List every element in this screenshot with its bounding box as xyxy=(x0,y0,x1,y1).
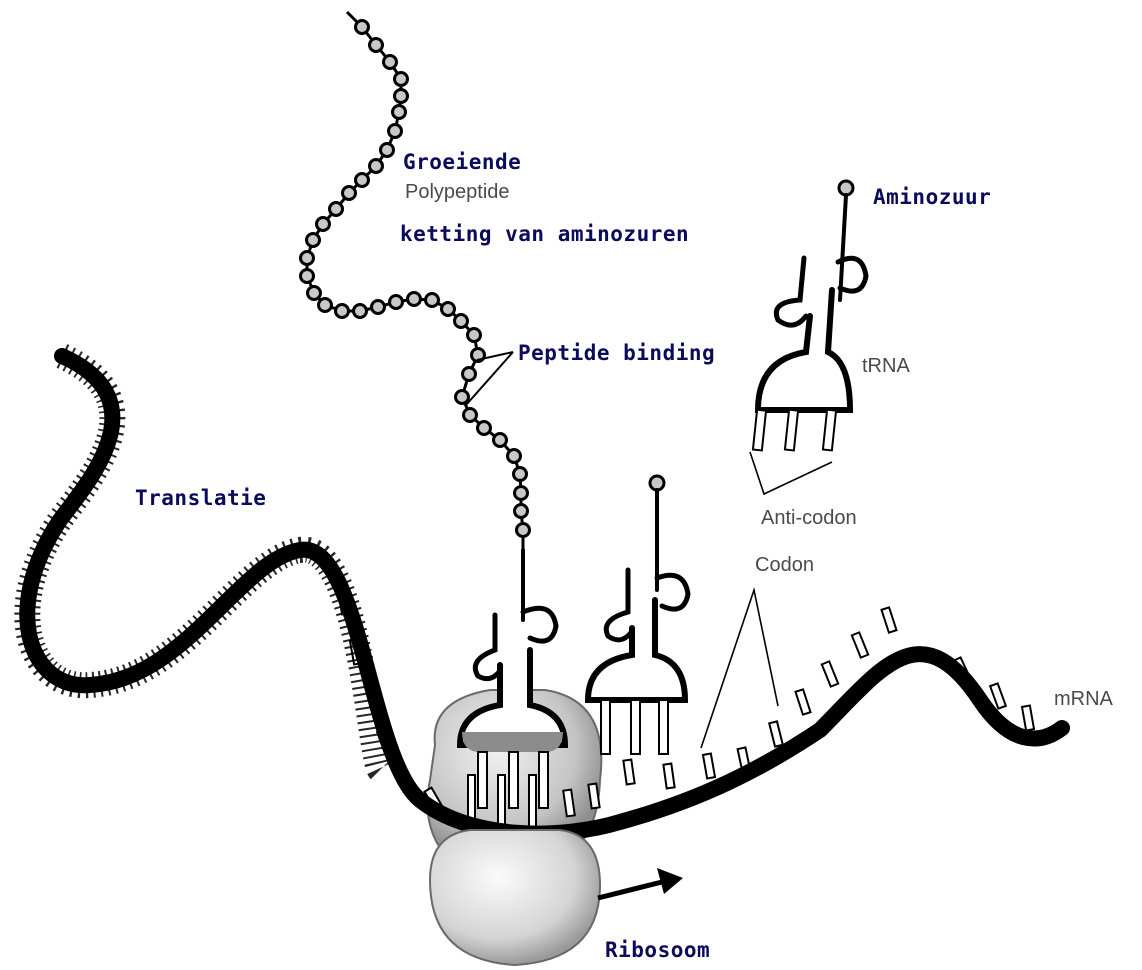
anticodon-label: Anti-codon xyxy=(761,507,857,530)
ketting-label: ketting van aminozuren xyxy=(400,222,689,246)
anticodon-bracket xyxy=(750,452,832,494)
trna-free xyxy=(753,181,866,450)
mrna-label: mRNA xyxy=(1054,688,1113,711)
ribosoom-label: Ribosoom xyxy=(605,938,710,962)
trna-incoming xyxy=(588,476,688,754)
aminozuur-label: Aminozuur xyxy=(873,185,991,209)
codon-label: Codon xyxy=(755,554,814,577)
peptide-binding-label: Peptide binding xyxy=(518,341,715,365)
trna-label: tRNA xyxy=(862,355,910,378)
direction-arrow xyxy=(598,868,683,898)
polypeptide-label: Polypeptide xyxy=(405,181,510,204)
polypeptide-chain xyxy=(301,12,530,550)
groeiende-label: Groeiende xyxy=(403,150,521,174)
codon-pointer xyxy=(701,590,778,748)
ribosome-small-subunit xyxy=(430,830,600,965)
translatie-label: Translatie xyxy=(135,486,266,510)
